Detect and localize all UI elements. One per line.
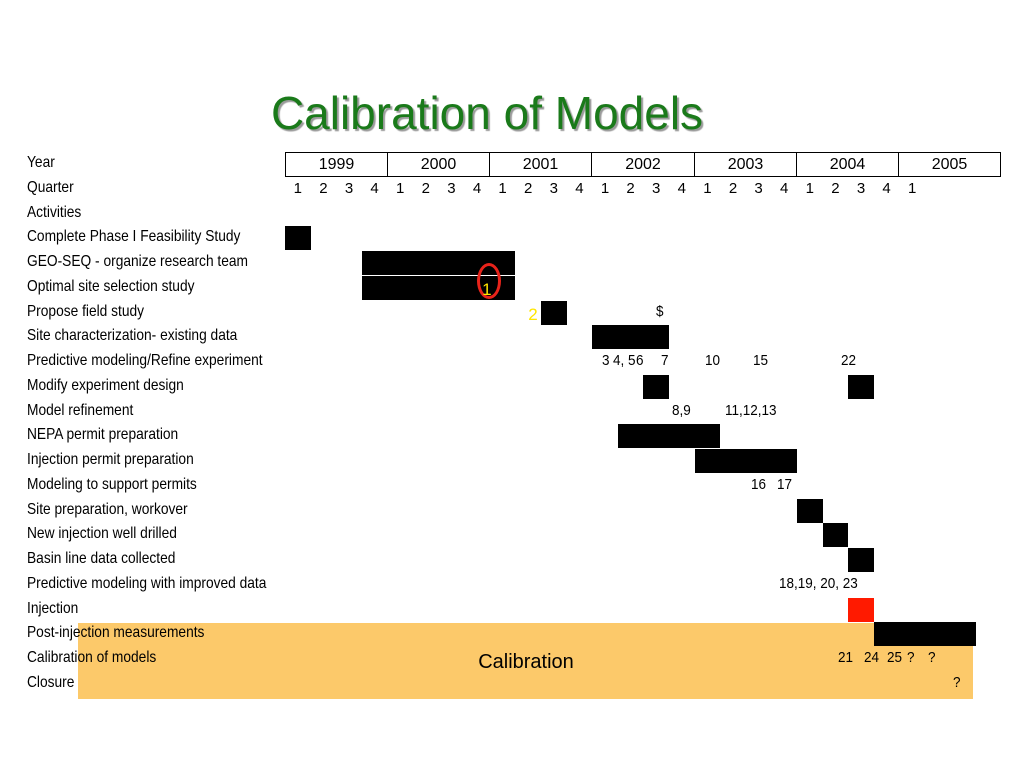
quarter-number: 4 <box>370 180 379 197</box>
year-cell: 2000 <box>388 153 490 176</box>
quarter-number: 3 <box>344 180 354 197</box>
marker-ring <box>477 263 501 299</box>
row-label: Optimal site selection study <box>27 277 195 295</box>
year-cell: 2002 <box>592 153 695 176</box>
milestone-annotation: ? <box>927 649 936 666</box>
injection-bar <box>848 597 874 622</box>
year-cell: 2001 <box>490 153 592 176</box>
quarter-number: 2 <box>728 180 738 197</box>
row-label: Modeling to support permits <box>27 475 197 493</box>
slide-title: Calibration of Models <box>270 87 704 139</box>
milestone-annotation: 21 <box>837 649 853 666</box>
quarter-number: 1 <box>600 180 610 197</box>
row-label: Complete Phase I Feasibility Study <box>27 228 241 246</box>
marker-number: 1 <box>482 279 492 299</box>
quarter-number: 1 <box>805 180 814 197</box>
activity-bar <box>694 449 797 473</box>
row-label: Site preparation, workover <box>27 500 188 518</box>
milestone-annotation: 17 <box>776 475 792 493</box>
milestone-annotation: 15 <box>753 352 769 369</box>
milestone-annotation: 4, 5 <box>612 352 636 369</box>
quarter-number: 2 <box>831 180 840 197</box>
activity-bar <box>797 498 823 523</box>
row-label: NEPA permit preparation <box>27 426 179 444</box>
row-label: Basin line data collected <box>27 550 176 567</box>
quarter-number: 1 <box>908 180 917 197</box>
quarter-number: 4 <box>472 180 482 197</box>
activity-bar <box>848 548 874 572</box>
activity-bar <box>285 226 311 251</box>
calibration-band <box>78 623 973 699</box>
milestone-annotation: 22 <box>840 352 856 369</box>
row-label: Site characterization- existing data <box>27 327 238 345</box>
milestone-annotation: 24 <box>863 649 879 666</box>
milestone-annotation: $ <box>656 302 664 320</box>
quarter-number: 3 <box>856 180 866 197</box>
milestone-annotation: 7 <box>661 352 669 369</box>
quarter-number: 1 <box>293 180 302 197</box>
milestone-annotation: 10 <box>704 352 720 369</box>
milestone-annotation: 16 <box>750 475 766 493</box>
quarter-number: 2 <box>626 180 635 197</box>
activity-bar <box>592 325 669 350</box>
milestone-annotation: 25 <box>886 649 902 666</box>
marker-number: 2 <box>528 304 538 324</box>
year-cell: 1999 <box>286 153 388 176</box>
row-label: Model refinement <box>27 401 134 419</box>
row-label: Post-injection measurements <box>27 624 205 642</box>
activity-bar <box>848 374 874 399</box>
activity-bar <box>541 300 567 325</box>
quarter-number: 4 <box>780 180 789 197</box>
milestone-annotation: 18,19, 20, 23 <box>779 574 858 592</box>
milestone-annotation: ? <box>907 649 915 666</box>
quarter-number: 4 <box>882 180 891 197</box>
row-label: GEO-SEQ - organize research team <box>27 253 249 270</box>
quarter-number: 2 <box>524 180 533 197</box>
row-label: Activities <box>27 203 82 221</box>
quarter-number: 4 <box>575 180 584 197</box>
milestone-annotation: 3 <box>602 352 610 369</box>
milestone-annotation: ? <box>953 673 961 691</box>
activity-bar <box>873 622 977 647</box>
row-label: Injection permit preparation <box>27 451 194 468</box>
milestone-annotation: 8,9 <box>671 401 691 419</box>
row-label: Predictive modeling with improved data <box>27 574 267 592</box>
quarter-number: 4 <box>677 180 686 197</box>
row-label: Year <box>27 154 55 171</box>
quarter-number: 2 <box>421 180 430 197</box>
row-label: Closure <box>27 673 75 691</box>
year-cell: 2004 <box>797 153 899 176</box>
calibration-label: Calibration <box>478 651 574 673</box>
quarter-number: 1 <box>498 180 507 197</box>
activity-bar <box>822 523 849 548</box>
row-label: Quarter <box>27 178 74 196</box>
quarter-number: 3 <box>447 180 456 197</box>
activity-bar <box>643 374 669 399</box>
row-label: Modify experiment design <box>27 376 184 394</box>
activity-bar <box>617 424 721 449</box>
milestone-annotation: 11,12,13 <box>725 401 777 419</box>
row-label: Predictive modeling/Refine experiment <box>27 352 263 369</box>
row-label: Propose field study <box>27 302 145 320</box>
row-label: Calibration of models <box>27 649 157 666</box>
quarter-number: 1 <box>703 180 712 197</box>
milestone-annotation: 6 <box>635 352 644 369</box>
row-label: New injection well drilled <box>27 525 177 543</box>
row-label: Injection <box>27 599 79 617</box>
year-cell: 2005 <box>931 156 968 173</box>
quarter-number: 1 <box>396 180 405 197</box>
quarter-number: 2 <box>319 180 328 197</box>
quarter-number: 3 <box>549 180 558 197</box>
quarter-number: 3 <box>754 180 763 197</box>
quarter-number: 3 <box>652 180 661 197</box>
year-cell: 2003 <box>695 153 797 176</box>
